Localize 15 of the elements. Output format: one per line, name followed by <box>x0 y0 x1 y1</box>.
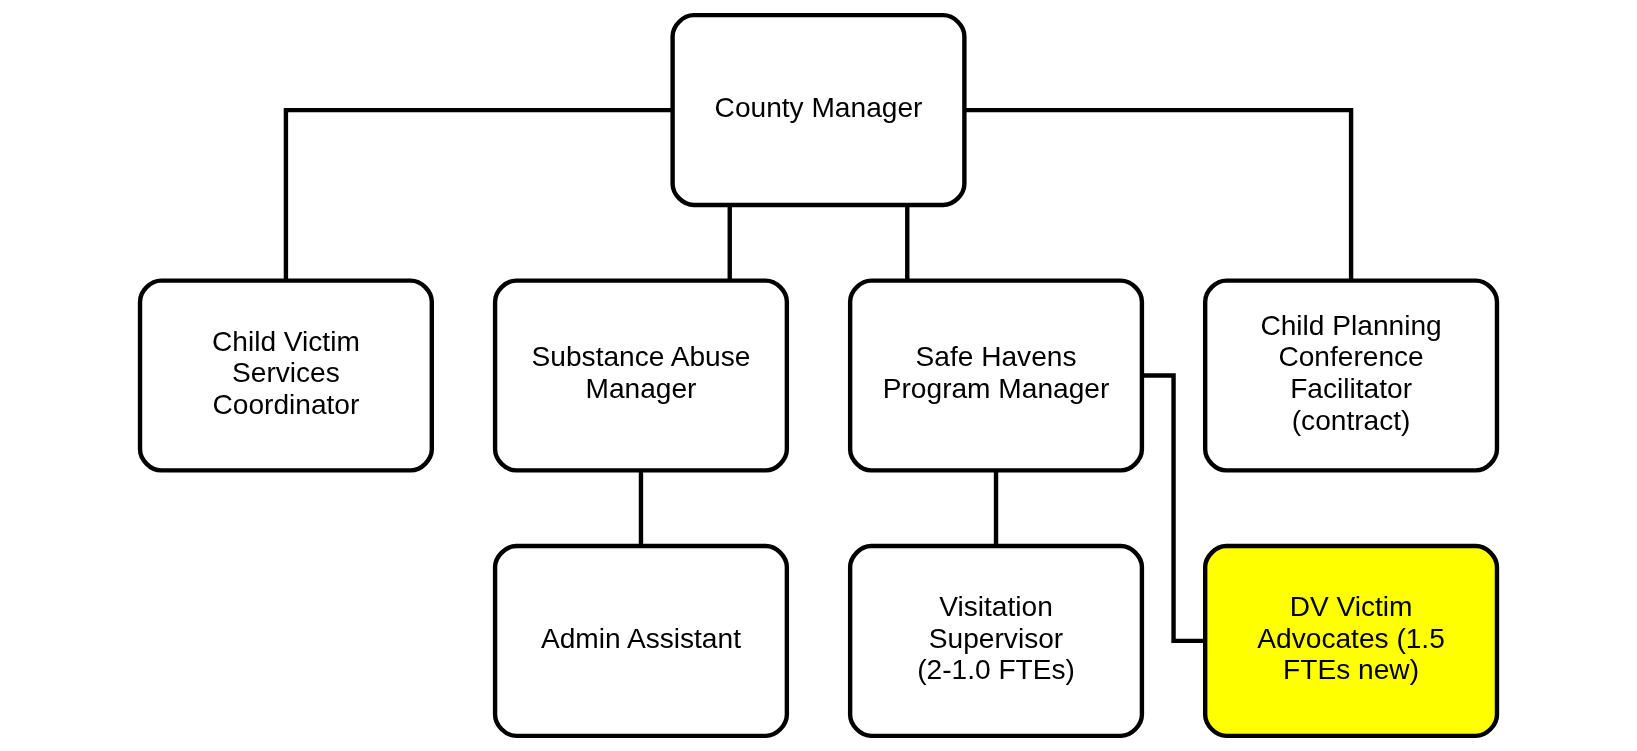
connector <box>905 205 910 281</box>
connector <box>1142 373 1205 644</box>
connector <box>993 470 999 546</box>
connector <box>283 107 673 281</box>
connector <box>638 470 644 546</box>
connector <box>727 205 732 281</box>
node-box: Visitation Supervisor (2-1.0 FTEs) <box>847 543 1145 739</box>
connector <box>964 107 1354 281</box>
node-box: Child Victim Services Coordinator <box>137 278 434 473</box>
node-box: Child Planning Conference Facilitator (contract) <box>1203 278 1500 473</box>
node-box: County Manager <box>670 12 967 208</box>
node-box: Substance Abuse Manager <box>492 278 790 473</box>
node-box: Safe Havens Program Manager <box>847 278 1145 473</box>
node-box: DV Victim Advocates (1.5 FTEs new) <box>1203 543 1500 739</box>
node-box: Admin Assistant <box>492 543 790 739</box>
